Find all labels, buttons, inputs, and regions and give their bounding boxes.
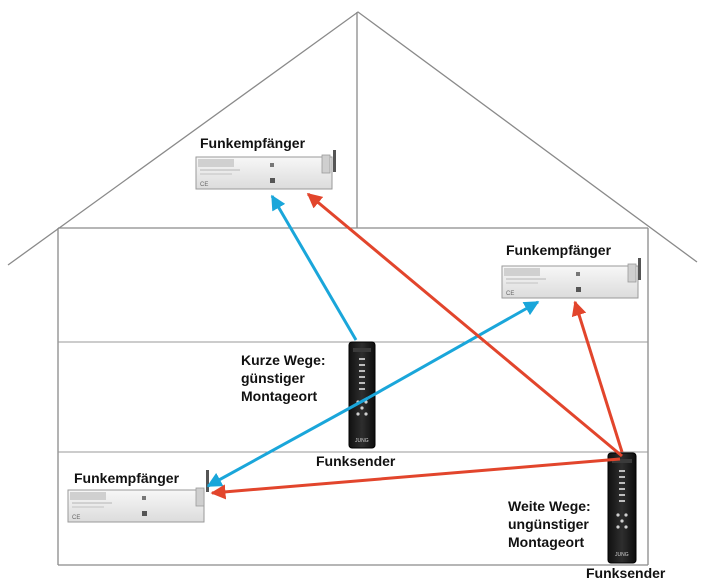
short-path-arrow-to-right-receiver — [367, 300, 540, 400]
roof-line — [7, 11, 698, 266]
receiver-device-right: CE — [501, 258, 641, 299]
long-path-arrow-to-right-receiver — [571, 300, 624, 453]
short-path-caption: Kurze Wege: günstiger Montageort — [241, 351, 326, 405]
house-outline — [7, 11, 698, 566]
transmitter-device-right: JUNG — [607, 452, 637, 564]
long-path-arrow-to-top-receiver — [306, 192, 623, 458]
long-path-caption-line-3: Montageort — [508, 534, 585, 550]
short-path-caption-line-3: Montageort — [241, 388, 318, 404]
receiver-device-top: CE — [195, 150, 336, 190]
receiver-bottom-label: Funkempfänger — [74, 470, 180, 486]
brand-mark: JUNG — [355, 438, 369, 444]
transmitter-right-label: Funksender — [586, 565, 666, 581]
long-path-caption: Weite Wege: ungünstiger Montageort — [508, 497, 591, 551]
receiver-right-label: Funkempfänger — [506, 242, 612, 258]
long-path-caption-line-1: Weite Wege: — [508, 498, 591, 514]
short-path-arrow-to-bottom-receiver — [206, 396, 369, 488]
receiver-top-label: Funkempfänger — [200, 135, 306, 151]
ce-mark: CE — [200, 182, 208, 188]
short-path-caption-line-1: Kurze Wege: — [241, 352, 326, 368]
ce-mark: CE — [72, 515, 80, 521]
brand-mark: JUNG — [615, 552, 629, 558]
long-path-arrow-to-bottom-receiver — [210, 457, 621, 500]
short-path-arrow-to-top-receiver — [270, 194, 358, 341]
long-path-caption-line-2: ungünstiger — [508, 516, 589, 532]
ce-mark: CE — [506, 291, 514, 297]
transmitter-center-label: Funksender — [316, 453, 396, 469]
short-path-arrows — [206, 194, 540, 488]
long-path-arrows — [210, 192, 624, 500]
short-path-caption-line-2: günstiger — [241, 370, 305, 386]
